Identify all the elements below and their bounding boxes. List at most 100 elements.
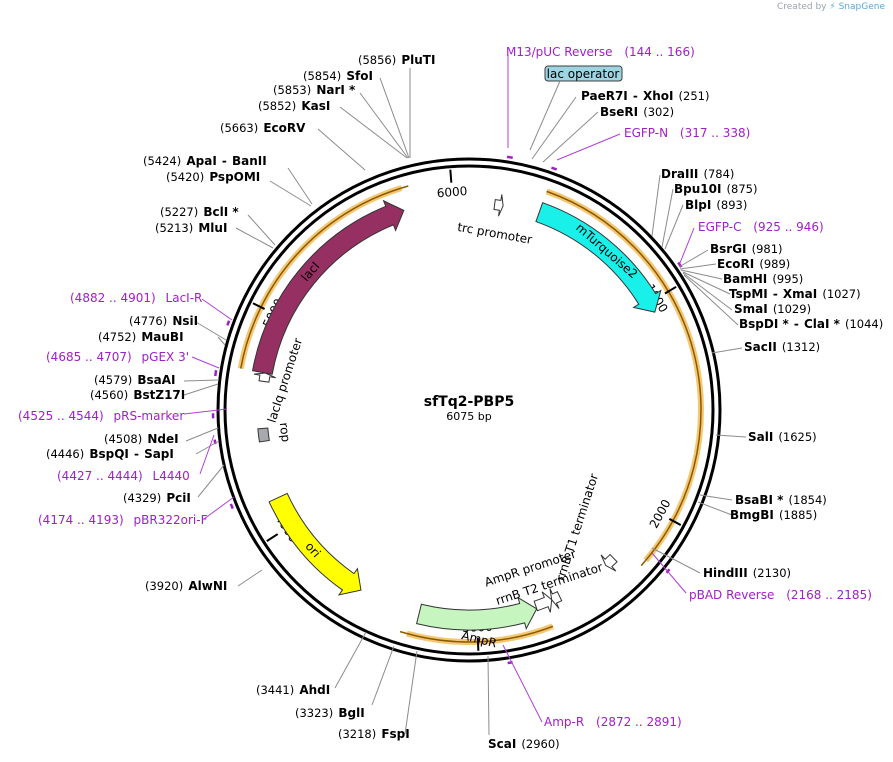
site-Bpu10I: Bpu10I (875) <box>674 178 757 197</box>
primer-EGFPC: EGFP-C (925 .. 946) <box>698 220 824 234</box>
primer-pBR322: (4174 .. 4193) pBR322ori-F <box>38 513 208 527</box>
site-BglI: (3323) BglI <box>295 702 365 721</box>
site-MluI: (5213) MluI <box>155 217 227 236</box>
leader-MluI <box>235 227 274 249</box>
leader-NarI <box>359 92 409 159</box>
site-EcoRV: (5663) EcoRV <box>220 117 306 136</box>
leader-KasI <box>339 106 408 159</box>
primer-LacIR: (4882 .. 4901) LacI-R <box>70 291 202 305</box>
primer-mark <box>551 166 558 171</box>
leader-BseRI <box>542 111 599 163</box>
feature-rop <box>257 427 270 443</box>
site-BmgBI: BmgBI (1885) <box>730 504 817 523</box>
feature-label-rop: rop <box>277 422 293 443</box>
primer-mark <box>506 155 513 159</box>
ruler-label: 6000 <box>436 184 468 200</box>
site-BamHI: BamHI (995) <box>723 268 803 287</box>
site-DraIII: DraIII (784) <box>661 163 734 182</box>
site-PspOMI: (5420) PspOMI <box>166 166 260 185</box>
leader-EcoRV <box>317 128 366 171</box>
site-AhdI: (3441) AhdI <box>256 679 330 698</box>
primer-M13: M13/pUC Reverse (144 .. 166) <box>506 45 695 59</box>
primer-leader-AmpR <box>502 644 543 723</box>
site-NsiI: (4776) NsiI <box>129 310 198 329</box>
primer-mark <box>507 661 513 665</box>
leader-BsrGI <box>678 249 709 268</box>
feature-rrnB_T2 <box>549 588 563 609</box>
lac-operator-rect <box>544 65 623 82</box>
site-MauBI: (4752) MauBI <box>98 326 184 345</box>
leader-BamHI <box>680 269 723 280</box>
plasmid-title-block: sfTq2-PBP5 6075 bp <box>424 394 514 423</box>
feature-ori <box>268 492 362 596</box>
primer-mark <box>214 370 218 377</box>
feature-trc_promoter <box>493 194 504 217</box>
primer-leader-EGFPC <box>679 227 695 264</box>
site-leaders <box>183 68 747 736</box>
feature-AmpR <box>416 596 538 631</box>
site-SalI: SalI (1625) <box>748 426 817 445</box>
track-mTurquoise2-core <box>546 190 702 561</box>
leader-BlpI <box>664 204 684 250</box>
feature-lacIq_promoter <box>253 372 276 383</box>
leader-ApaI <box>287 167 313 205</box>
site-PluTI: (5856) PluTI <box>358 49 435 68</box>
leader-BclI <box>247 214 276 246</box>
site-EcoRI: EcoRI (989) <box>717 253 790 272</box>
ruler-tick <box>449 169 453 183</box>
primer-leader-L4440 <box>199 434 215 475</box>
leader-MauBI <box>217 336 226 346</box>
feature-mTurquoise2 <box>535 202 662 313</box>
primer-leader-pGEX <box>191 356 220 369</box>
primer-leader-pBR322 <box>203 496 235 520</box>
credit-prefix: Created by <box>776 2 827 12</box>
ruler-tick <box>266 533 279 542</box>
primer-EGFPN: EGFP-N (317 .. 338) <box>624 126 750 140</box>
site-FspI: (3218) FspI <box>338 723 410 742</box>
site-ApaI: (5424) ApaI - BanII <box>143 150 267 169</box>
site-HindIII: HindIII (2130) <box>703 562 791 581</box>
primer-leader-LacIR <box>201 298 233 321</box>
primer-mark <box>677 261 683 268</box>
leader-TspMI <box>682 271 731 295</box>
track-AmpR-core <box>406 625 554 643</box>
leader-BstZ17I <box>183 383 219 396</box>
leader-ScaI <box>487 655 490 736</box>
leader-FspI <box>404 650 418 735</box>
primer-pRS: (4525 .. 4544) pRS-marker <box>18 409 184 423</box>
primer-leader-EGFPN <box>556 133 621 161</box>
site-PaeR7I: PaeR7I - XhoI (251) <box>581 85 709 104</box>
track-mTurquoise2-head <box>640 559 647 567</box>
site-PciI: (4329) PciI <box>123 487 191 506</box>
site-labels: (5856) PluTI (5854) SfoI (5853) NarI * (… <box>46 49 883 751</box>
leader-SacII <box>711 347 743 354</box>
primer-mark <box>665 568 671 574</box>
leader-BspQI <box>195 440 220 455</box>
snapgene-logo: ⚡ <box>829 2 836 12</box>
primer-mark <box>229 503 234 510</box>
backbone-inner-ring <box>223 164 715 656</box>
site-AlwNI: (3920) AlwNI <box>145 575 227 594</box>
feature-label-trc_promoter: trc promoter <box>456 220 533 247</box>
leader-HindIII <box>651 547 701 574</box>
plasmid-size: 6075 bp <box>446 410 491 423</box>
site-BseRI: BseRI (302) <box>600 101 674 120</box>
site-BspDI: BspDI * - ClaI * (1044) <box>739 313 883 332</box>
leader-Bpu10I <box>661 188 674 248</box>
ruler-tick <box>668 517 682 526</box>
site-KasI: (5852) KasI <box>258 95 330 114</box>
site-TspMI: TspMI - XmaI (1027) <box>729 283 861 302</box>
leader-BsaAI <box>183 379 220 382</box>
track-mTurquoise2 <box>545 188 704 563</box>
plasmid-name: sfTq2-PBP5 <box>424 394 514 410</box>
track-AmpR-head <box>399 630 407 635</box>
site-SacII: SacII (1312) <box>744 336 820 355</box>
primer-mark <box>213 439 217 445</box>
credit-brand: SnapGene <box>838 2 885 12</box>
leader-BmgBI <box>697 501 733 516</box>
primer-mark <box>226 320 231 326</box>
primer-leader-pBAD <box>651 552 687 594</box>
leader-SalI <box>715 434 747 438</box>
leader-SfoI <box>379 77 410 159</box>
